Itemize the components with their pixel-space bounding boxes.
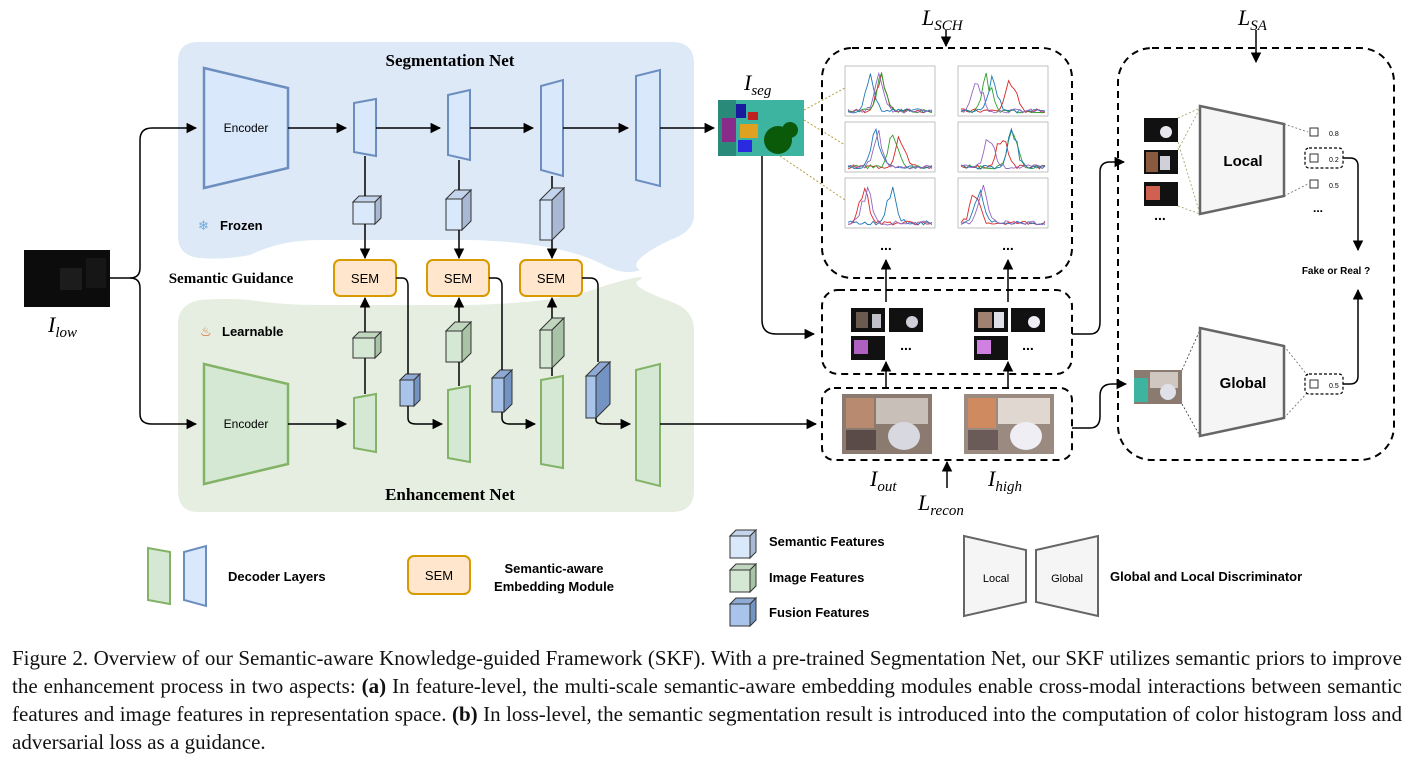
fire-icon: ♨ — [200, 324, 212, 339]
legend-sem-desc-2: Embedding Module — [494, 579, 614, 594]
legend-disc-desc: Global and Local Discriminator — [1110, 569, 1302, 584]
l-sch-label: LSCH — [921, 5, 964, 34]
seg-decoder-layer-2 — [447, 88, 471, 162]
i-low-label: Ilow — [47, 312, 77, 341]
local-score-1: 0.8 — [1329, 131, 1339, 138]
masked-ellipsis-left: ... — [900, 337, 912, 353]
fusion-feature-cube-1 — [398, 372, 422, 408]
figure-caption: Figure 2. Overview of our Semantic-aware… — [12, 644, 1402, 756]
i-out-image — [842, 394, 932, 454]
local-score-cubes — [1309, 127, 1319, 189]
masked-images-box — [821, 289, 1073, 375]
legend-sem-box — [407, 555, 471, 595]
enh-encoder-label: Encoder — [224, 417, 269, 431]
semantic-guidance-label: Semantic Guidance — [169, 271, 294, 287]
enh-decoder-layer-1 — [353, 392, 377, 454]
learnable-label: Learnable — [222, 324, 283, 339]
legend-global-disc — [1035, 534, 1099, 618]
caption-marker-b: (b) — [451, 702, 478, 726]
legend-local-disc — [963, 534, 1027, 618]
histogram-plot — [957, 121, 1049, 173]
l-sa-label: LSA — [1237, 5, 1268, 34]
histogram-plot — [957, 65, 1049, 117]
local-score-3: 0.5 — [1329, 183, 1339, 190]
segmentation-net-title: Segmentation Net — [386, 51, 515, 70]
legend-fusion-cube — [728, 596, 758, 628]
global-discriminator-label: Global — [1220, 375, 1267, 392]
enh-decoder-layer-3 — [540, 374, 564, 470]
semantic-feature-cube-2 — [444, 188, 473, 232]
masked-ellipsis-right: ... — [1022, 337, 1034, 353]
seg-encoder — [202, 66, 290, 190]
caption-part-3: In loss-level, the semantic segmentation… — [12, 702, 1402, 754]
masked-image-crops-left — [851, 308, 923, 360]
l-recon-label: Lrecon — [917, 490, 964, 519]
legend-decoder-layers-label: Decoder Layers — [228, 569, 326, 584]
global-input-image — [1134, 370, 1182, 404]
i-high-image — [964, 394, 1054, 454]
legend-fusion-features-label: Fusion Features — [769, 605, 869, 620]
legend-decoder-green — [147, 546, 171, 606]
local-crops-ellipsis: ... — [1154, 207, 1166, 223]
seg-decoder-layer-1 — [353, 97, 377, 158]
sem-module-3-label: SEM — [537, 271, 565, 286]
local-scores-ellipsis: ... — [1313, 201, 1323, 215]
global-score-cube — [1309, 379, 1319, 389]
masked-image-crops-right — [974, 308, 1045, 360]
legend-image-cube — [728, 562, 758, 594]
semantic-feature-cube-1 — [351, 194, 383, 226]
histogram-plot — [844, 177, 936, 229]
sem-module-1-label: SEM — [351, 271, 379, 286]
global-score: 0.5 — [1329, 383, 1339, 390]
legend-local-label: Local — [983, 573, 1009, 585]
histogram-grid — [844, 65, 1049, 229]
i-seg-image — [718, 100, 804, 156]
caption-marker-a: (a) — [361, 674, 387, 698]
enh-decoder-layer-2 — [447, 384, 471, 464]
global-score-box — [1304, 373, 1344, 395]
seg-decoder-layer-3 — [540, 78, 564, 178]
seg-decoder-layer-4 — [635, 68, 661, 188]
legend-decoder-blue — [183, 544, 207, 608]
sem-module-2-label: SEM — [444, 271, 472, 286]
segmentation-net-region — [178, 42, 694, 273]
seg-encoder-label: Encoder — [224, 121, 269, 135]
frozen-label: Frozen — [220, 218, 263, 233]
lsa-box — [1117, 47, 1395, 461]
output-images-box — [821, 387, 1073, 461]
enh-encoder — [202, 362, 290, 486]
legend-sem-desc-1: Semantic-aware — [505, 561, 604, 576]
legend-global-label: Global — [1051, 573, 1083, 585]
fusion-feature-cube-2 — [490, 368, 514, 414]
caption-part-2: In feature-level, the multi-scale semant… — [12, 674, 1403, 726]
framework-diagram: Segmentation Net Enhancement Net ❄ Froze… — [24, 5, 1395, 628]
fake-or-real-label: Fake or Real ? — [1302, 266, 1370, 277]
legend-sem-label: SEM — [425, 568, 453, 583]
local-input-crops — [1144, 118, 1178, 206]
fusion-feature-cube-3 — [584, 360, 612, 420]
histogram-plot — [844, 121, 936, 173]
local-discriminator-label: Local — [1223, 153, 1262, 170]
image-feature-cube-3 — [538, 316, 566, 370]
legend-image-features-label: Image Features — [769, 570, 864, 585]
semantic-feature-cube-3 — [538, 186, 566, 242]
i-high-label: Ihigh — [987, 466, 1022, 495]
enhancement-net-title: Enhancement Net — [385, 485, 515, 504]
legend-semantic-cube — [728, 528, 758, 560]
snowflake-icon: ❄ — [198, 218, 209, 233]
image-feature-cube-2 — [444, 320, 473, 364]
caption-part-1: Figure 2. Overview of our Semantic-aware… — [12, 646, 1402, 698]
lsch-ellipsis-right: ... — [1002, 237, 1014, 253]
histogram-plot — [957, 177, 1049, 229]
image-feature-cube-1 — [351, 330, 383, 360]
histogram-plot — [844, 65, 936, 117]
enhancement-net-region — [178, 277, 694, 512]
enh-decoder-layer-4 — [635, 362, 661, 488]
legend-semantic-features-label: Semantic Features — [769, 534, 885, 549]
i-out-label: Iout — [869, 466, 897, 495]
local-score-2: 0.2 — [1329, 157, 1339, 164]
i-seg-label: Iseg — [743, 70, 772, 99]
lsch-ellipsis-left: ... — [880, 237, 892, 253]
